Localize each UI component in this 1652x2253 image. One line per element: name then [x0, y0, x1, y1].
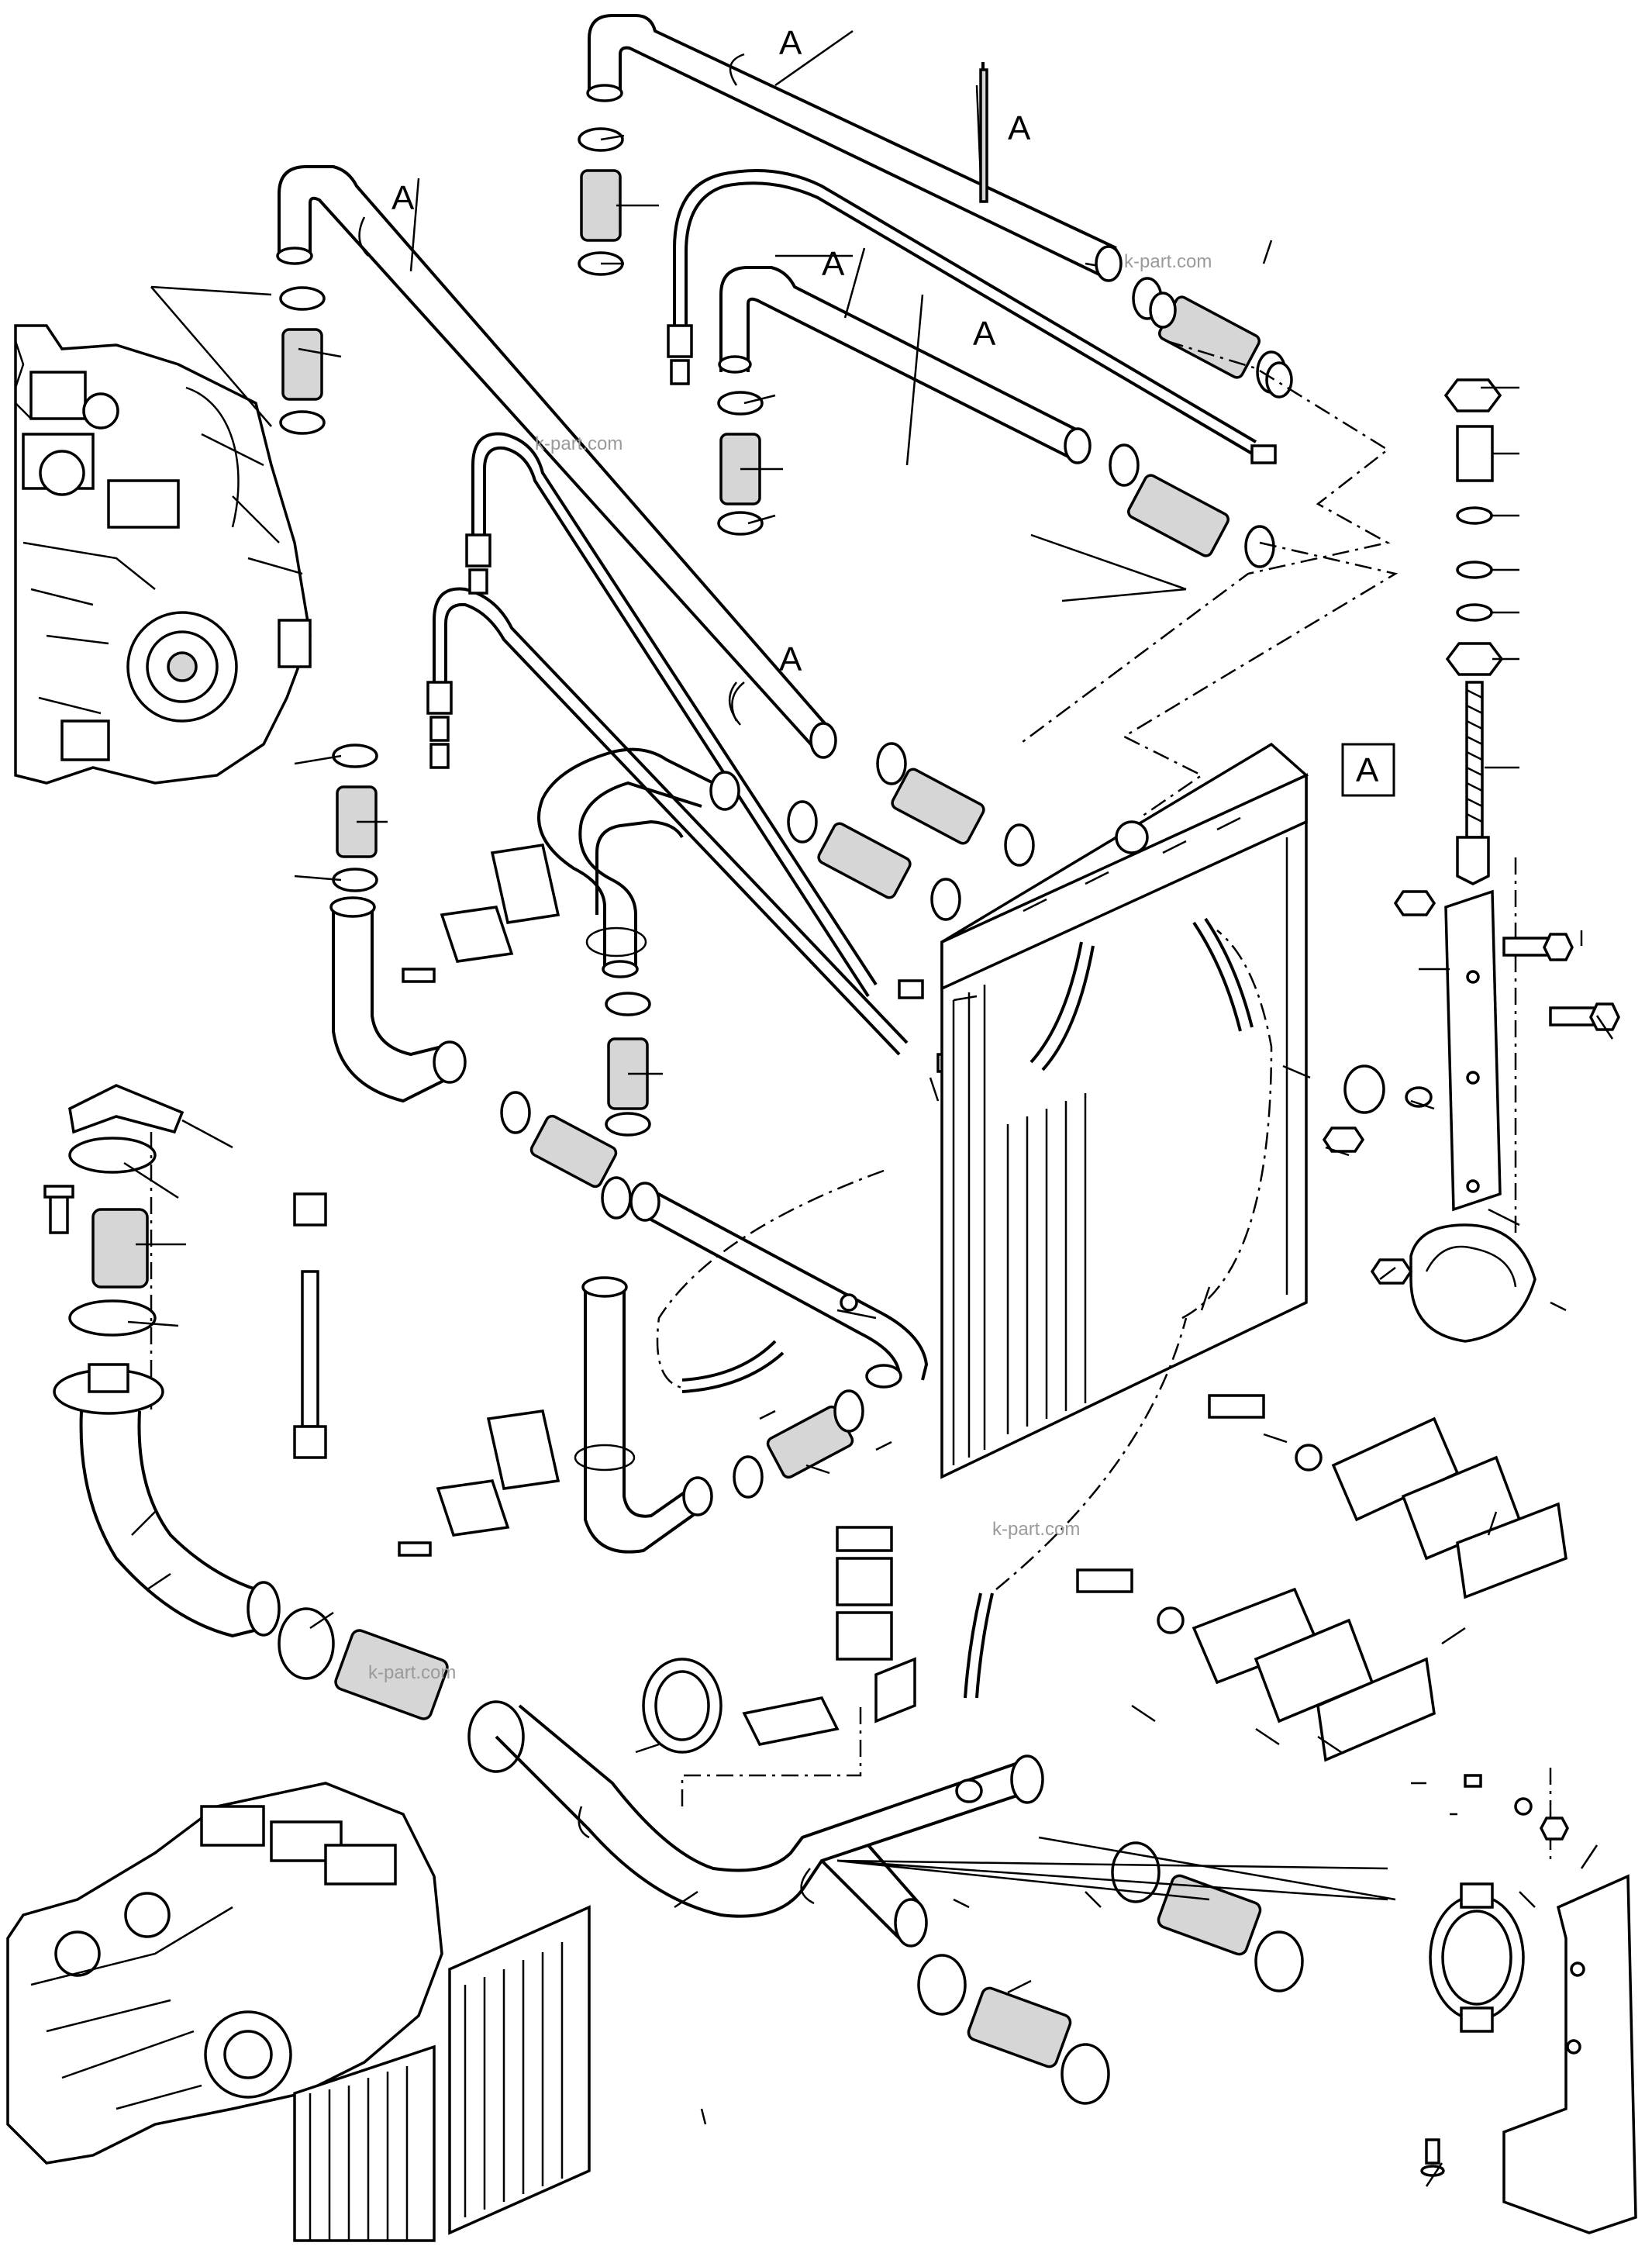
- callout-a-3: A: [391, 179, 415, 217]
- watermark-4: k-part.com: [368, 1662, 456, 1683]
- callout-a-5: A: [973, 315, 996, 353]
- watermark-3: k-part.com: [992, 1519, 1080, 1540]
- mounting-brackets-right: [1076, 1394, 1568, 1762]
- vertical-pipe-center: [574, 1276, 713, 1554]
- callout-labels: A A A A A A: [391, 24, 1031, 678]
- flex-hoses: [433, 169, 1257, 1056]
- strap-clamp-assembly: [642, 1526, 916, 1754]
- leader-lines: [123, 29, 1614, 2187]
- long-bolt: [293, 1192, 327, 1459]
- bottom-right-bracket: [1420, 1774, 1637, 2234]
- engine-radiator-illustration-bottom-left: [6, 1782, 707, 2242]
- radiator-hoses: [681, 917, 1254, 1699]
- detail-box-letter: A: [1356, 751, 1379, 789]
- detail-box-a: A: [1341, 743, 1395, 797]
- lower-left-flange-pipe: [53, 1363, 281, 1638]
- callout-a-4: A: [822, 245, 845, 283]
- callout-a-1: A: [779, 24, 802, 62]
- middle-pipe-a: [728, 681, 837, 759]
- hose-sleeves: [91, 169, 1262, 2068]
- left-small-parts: [43, 1084, 185, 1234]
- elbow-pipes-middle: [537, 747, 740, 978]
- watermark-2: k-part.com: [535, 433, 623, 454]
- engine-illustration-top-left: [14, 324, 312, 785]
- watermarks: k-part.com k-part.com k-part.com k-part.…: [368, 251, 1212, 1683]
- upper-pipe-a: [586, 14, 1118, 277]
- lower-main-pipe: [495, 1704, 1044, 1948]
- left-elbow-pipe: [329, 896, 467, 1103]
- left-upper-pipe-a: [276, 165, 831, 754]
- callout-a-6: A: [779, 640, 802, 678]
- radiator: [940, 742, 1309, 1479]
- vertical-rod-assembly: [1322, 378, 1620, 1343]
- upper-right-pipe-a: [718, 245, 1123, 464]
- mounting-brackets-left: [398, 844, 560, 1557]
- callout-a-2: A: [1008, 109, 1031, 147]
- watermark-1: k-part.com: [1124, 251, 1212, 272]
- connection-lines: [150, 340, 1552, 1861]
- diagonal-pipe: [629, 1182, 929, 1389]
